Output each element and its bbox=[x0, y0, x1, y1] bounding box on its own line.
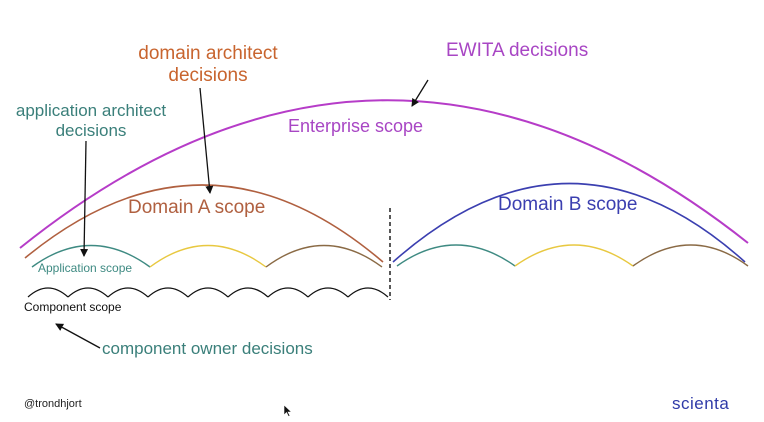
ewita-decisions-label: EWITA decisions bbox=[446, 40, 589, 61]
component-arc bbox=[27, 287, 69, 298]
component-arc bbox=[67, 287, 109, 298]
domain-architect-decisions-label: domain architect decisions bbox=[128, 43, 288, 87]
component-arc bbox=[147, 287, 189, 298]
domain-architect-line2: decisions bbox=[168, 64, 248, 86]
component-arc bbox=[267, 287, 309, 298]
component-arc bbox=[227, 287, 269, 298]
component-scope-label: Component scope bbox=[24, 300, 122, 314]
application-scope-label: Application scope bbox=[38, 261, 133, 275]
application-arc-b3 bbox=[632, 244, 749, 267]
mouse-pointer-icon bbox=[284, 405, 292, 417]
application-arc-a1 bbox=[31, 244, 151, 268]
component-arc bbox=[187, 287, 229, 298]
component-arc bbox=[347, 287, 389, 298]
enterprise-scope-arc bbox=[19, 99, 749, 249]
application-arc-a2 bbox=[149, 244, 267, 268]
application-arc-a3 bbox=[265, 244, 383, 268]
domain-b-scope-label: Domain B scope bbox=[498, 194, 638, 215]
application-arc-b2 bbox=[514, 244, 634, 267]
domain-a-scope-arc bbox=[24, 184, 384, 263]
domain-a-scope-label: Domain A scope bbox=[128, 197, 266, 218]
domain-b-scope-arc bbox=[392, 182, 746, 263]
ewita-arrow bbox=[411, 79, 429, 107]
application-architect-line1: application architect bbox=[15, 101, 167, 120]
enterprise-scope-label: Enterprise scope bbox=[288, 116, 424, 136]
component-owner-arrow bbox=[55, 323, 101, 349]
component-arc bbox=[107, 287, 149, 298]
application-architect-line2: decisions bbox=[55, 120, 127, 140]
application-architect-arrow bbox=[80, 140, 89, 257]
domain-architect-line1: domain architect bbox=[138, 43, 278, 64]
domain-architect-arrow bbox=[199, 87, 214, 194]
component-arcs bbox=[27, 287, 389, 298]
application-architect-decisions-label: application architect decisions bbox=[6, 101, 176, 140]
author-handle: @trondhjort bbox=[24, 398, 82, 410]
component-arc bbox=[307, 287, 349, 298]
component-owner-decisions-label: component owner decisions bbox=[102, 339, 313, 358]
brand-logo: scienta bbox=[672, 394, 730, 413]
application-arc-b1 bbox=[396, 244, 516, 267]
